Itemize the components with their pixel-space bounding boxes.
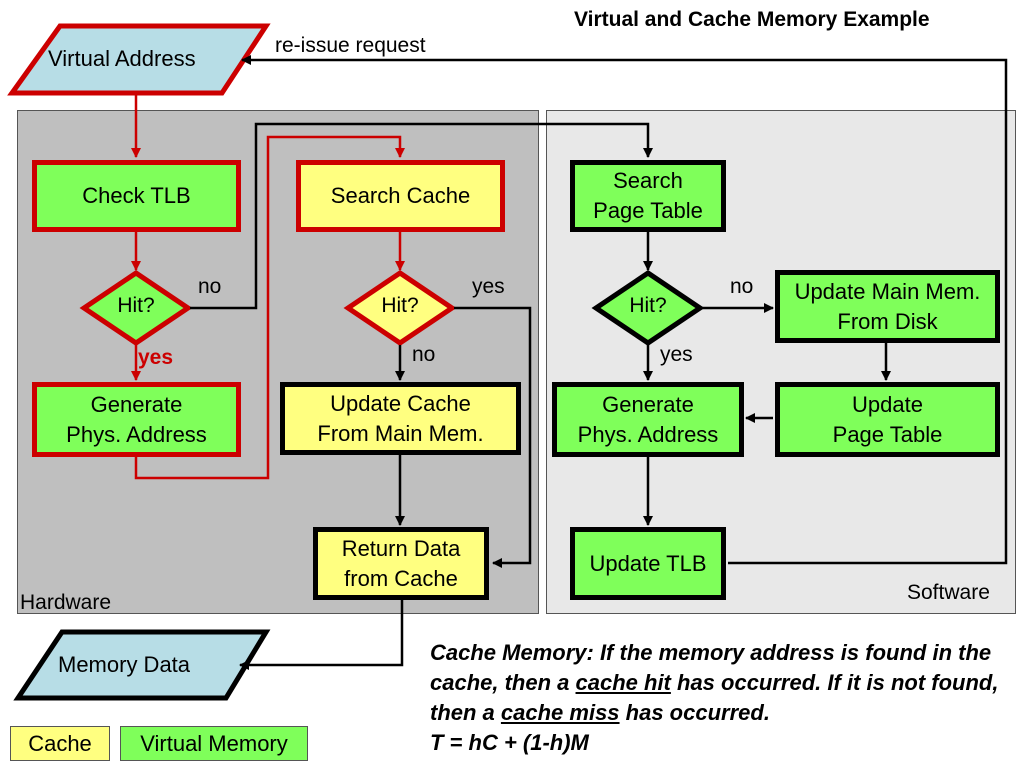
- virtual-address-label: Virtual Address: [48, 46, 196, 71]
- arrow-reissue: [241, 55, 1008, 565]
- generate-phys-sw-box: Generate Phys. Address: [552, 382, 744, 457]
- search-cache-box: Search Cache: [296, 160, 505, 232]
- note-formula: T = hC + (1-h)M: [430, 730, 589, 755]
- cache-hit-label: Hit?: [381, 294, 419, 317]
- cache-memory-note: Cache Memory: If the memory address is f…: [430, 638, 1020, 758]
- check-tlb-box: Check TLB: [32, 160, 241, 232]
- legend-cache: Cache: [10, 726, 110, 761]
- arrow-gen-to-cache: [134, 135, 405, 480]
- update-tlb-box: Update TLB: [570, 527, 726, 600]
- update-cache-box: Update Cache From Main Mem.: [280, 382, 521, 455]
- arrow-tlb-miss: [190, 122, 653, 310]
- virtual-address-shape: [7, 23, 271, 96]
- tlb-no-label: no: [198, 275, 222, 298]
- reissue-label: re-issue request: [275, 34, 426, 57]
- update-page-table-box: Update Page Table: [775, 382, 1000, 457]
- hardware-label: Hardware: [20, 591, 112, 614]
- note-cache-hit: cache hit: [575, 670, 671, 695]
- pt-yes-label: yes: [660, 343, 693, 366]
- pt-hit-label: Hit?: [629, 294, 667, 317]
- legend-virtual-memory: Virtual Memory: [120, 726, 308, 761]
- search-page-table-box: Search Page Table: [570, 160, 726, 232]
- note-cache-miss: cache miss: [500, 700, 620, 725]
- tlb-hit-diamond: [79, 269, 193, 347]
- arrow-return-to-memdata: [239, 600, 404, 670]
- software-label: Software: [907, 581, 990, 604]
- generate-phys-hw-box: Generate Phys. Address: [32, 382, 241, 457]
- pt-no-label: no: [730, 275, 754, 298]
- update-main-mem-box: Update Main Mem. From Disk: [775, 270, 1000, 343]
- diagram-title: Virtual and Cache Memory Example: [574, 8, 930, 31]
- note-text-2: has occurred. If it is not found, then a: [430, 670, 999, 725]
- arrow-cache-hit: [454, 306, 532, 568]
- pt-hit-diamond: [591, 269, 705, 347]
- tlb-hit-label: Hit?: [117, 294, 155, 317]
- memory-data-label: Memory Data: [58, 652, 191, 677]
- memory-data-shape: [13, 629, 271, 701]
- tlb-yes-label: yes: [138, 346, 174, 369]
- cache-hit-diamond: [343, 269, 457, 347]
- cache-no-label: no: [412, 343, 436, 366]
- return-data-box: Return Data from Cache: [313, 527, 489, 600]
- cache-yes-label: yes: [472, 275, 505, 298]
- note-text-1: Cache Memory: If the memory address is f…: [430, 640, 992, 695]
- note-text-3: has occurred.: [619, 700, 770, 725]
